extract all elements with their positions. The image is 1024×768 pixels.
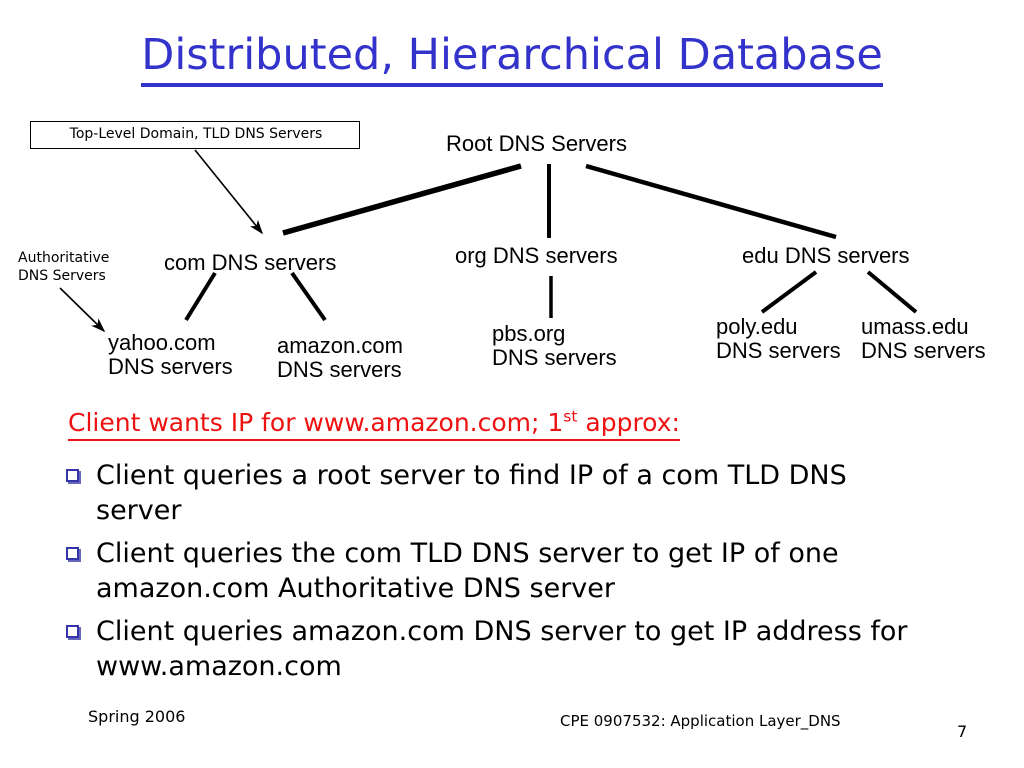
link-edu-to-poly <box>760 270 818 314</box>
list-item-text: Client queries the com TLD DNS server to… <box>96 538 839 605</box>
footer-page-number: 7 <box>957 722 968 741</box>
list-item-text: Client queries amazon.com DNS server to … <box>96 616 908 683</box>
arrow-tld-to-com <box>194 149 264 235</box>
node-poly-line1: poly.edu <box>716 314 798 339</box>
dns-hierarchy-diagram: Top-Level Domain, TLD DNS Servers Author… <box>18 121 986 383</box>
square-bullet-icon <box>66 547 79 561</box>
footer-course: CPE 0907532: Application Layer_DNS <box>560 712 841 730</box>
authoritative-dns-servers-label: Authoritative DNS Servers <box>18 250 109 285</box>
node-umass-dns-servers: umass.edu DNS servers <box>861 314 986 364</box>
link-edu-to-umass <box>866 270 918 314</box>
node-umass-line2: DNS servers <box>861 338 986 364</box>
node-root-dns-servers: Root DNS Servers <box>446 131 627 156</box>
client-query-heading-superscript: st <box>563 407 578 426</box>
list-item: Client queries amazon.com DNS server to … <box>66 614 966 684</box>
list-item: Client queries the com TLD DNS server to… <box>66 536 966 606</box>
bullet-list: Client queries a root server to find IP … <box>66 458 966 693</box>
tld-dns-servers-box: Top-Level Domain, TLD DNS Servers <box>30 121 360 149</box>
arrow-authoritative-to-yahoo <box>59 287 106 333</box>
node-yahoo-line1: yahoo.com <box>108 330 216 355</box>
client-query-heading-before: Client wants IP for www.amazon.com; 1 <box>68 408 564 437</box>
tld-dns-servers-box-label: Top-Level Domain, TLD DNS Servers <box>69 126 323 142</box>
node-pbs-line2: DNS servers <box>492 345 617 371</box>
node-com-dns-servers: com DNS servers <box>164 250 337 275</box>
square-bullet-icon <box>66 469 79 482</box>
footer-date: Spring 2006 <box>88 707 186 726</box>
node-poly-line2: DNS servers <box>716 338 841 364</box>
link-com-to-amazon <box>290 271 327 322</box>
link-root-to-com <box>282 163 522 236</box>
node-poly-dns-servers: poly.edu DNS servers <box>716 314 841 364</box>
node-org-dns-servers: org DNS servers <box>455 243 618 268</box>
list-item-text: Client queries a root server to find IP … <box>96 460 847 527</box>
node-pbs-line1: pbs.org <box>492 321 566 346</box>
node-amazon-line1: amazon.com <box>277 333 403 358</box>
node-amazon-dns-servers: amazon.com DNS servers <box>277 333 403 383</box>
client-query-heading: Client wants IP for www.amazon.com; 1st … <box>68 408 680 441</box>
list-item: Client queries a root server to find IP … <box>66 458 966 528</box>
link-root-to-edu <box>585 163 837 240</box>
node-umass-line1: umass.edu <box>861 314 969 339</box>
node-pbs-dns-servers: pbs.org DNS servers <box>492 321 617 371</box>
link-com-to-yahoo <box>184 271 217 322</box>
diagram-connector-lines <box>59 149 918 333</box>
page-title-text: Distributed, Hierarchical Database <box>141 30 883 87</box>
authoritative-dns-servers-label-line2: DNS Servers <box>18 267 106 284</box>
node-yahoo-dns-servers: yahoo.com DNS servers <box>108 330 233 380</box>
client-query-heading-underlined: Client wants IP for www.amazon.com; 1st … <box>68 408 680 441</box>
node-edu-dns-servers: edu DNS servers <box>742 243 910 268</box>
square-bullet-icon <box>66 625 79 639</box>
page-title: Distributed, Hierarchical Database <box>0 30 1024 87</box>
node-amazon-line2: DNS servers <box>277 357 402 383</box>
client-query-heading-after: approx: <box>577 408 680 437</box>
node-yahoo-line2: DNS servers <box>108 354 233 380</box>
authoritative-dns-servers-label-line1: Authoritative <box>18 250 110 266</box>
